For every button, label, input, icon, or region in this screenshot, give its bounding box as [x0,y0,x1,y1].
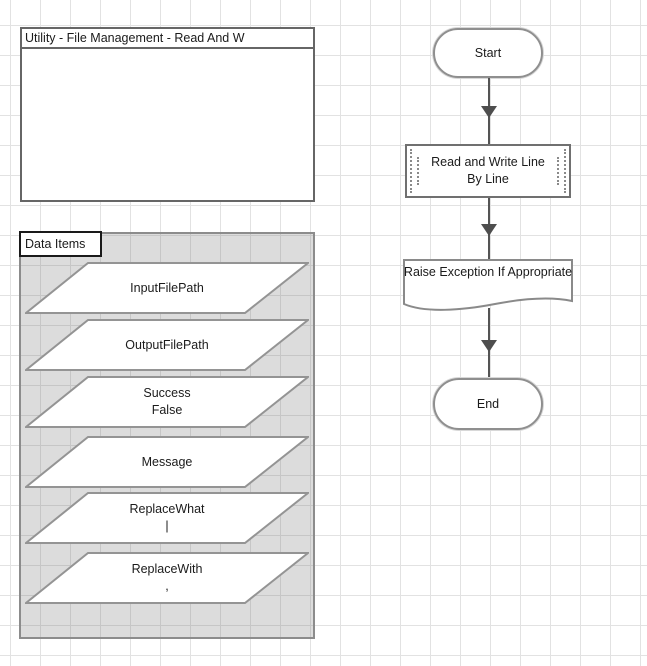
page-stage-side-bar [564,149,566,193]
data-item-success[interactable]: Success False [25,376,309,428]
page-stage-side-bar [410,149,412,193]
data-item-replace-with[interactable]: ReplaceWith , [25,552,309,604]
parallelogram-shape [25,376,309,428]
start-stage[interactable]: Start [433,28,543,78]
page-stage-side-bar [557,157,559,185]
page-stage-side-bar [417,157,419,185]
data-item-message[interactable]: Message [25,436,309,488]
end-stage-label: End [476,397,500,411]
parallelogram-shape [25,436,309,488]
data-item-output-file-path[interactable]: OutputFilePath [25,319,309,371]
arrow-down-icon [481,340,497,352]
parallelogram-shape [25,552,309,604]
data-item-input-file-path[interactable]: InputFilePath [25,262,309,314]
page-stage-label: Read and Write Line By Line [431,155,545,186]
process-title: Utility - File Management - Read And W [22,29,313,49]
data-item-replace-what[interactable]: ReplaceWhat | [25,492,309,544]
arrow-down-icon [481,106,497,118]
document-shape [403,259,573,311]
parallelogram-shape [25,262,309,314]
end-stage[interactable]: End [433,378,543,430]
arrow-down-icon [481,224,497,236]
page-stage-read-write[interactable]: Read and Write Line By Line [405,144,571,198]
data-items-panel-label[interactable]: Data Items [19,231,102,257]
process-info-box[interactable]: Utility - File Management - Read And W [20,27,315,202]
parallelogram-shape [25,492,309,544]
parallelogram-shape [25,319,309,371]
start-stage-label: Start [474,46,502,60]
exception-stage[interactable]: Raise Exception If Appropriate [403,259,573,313]
